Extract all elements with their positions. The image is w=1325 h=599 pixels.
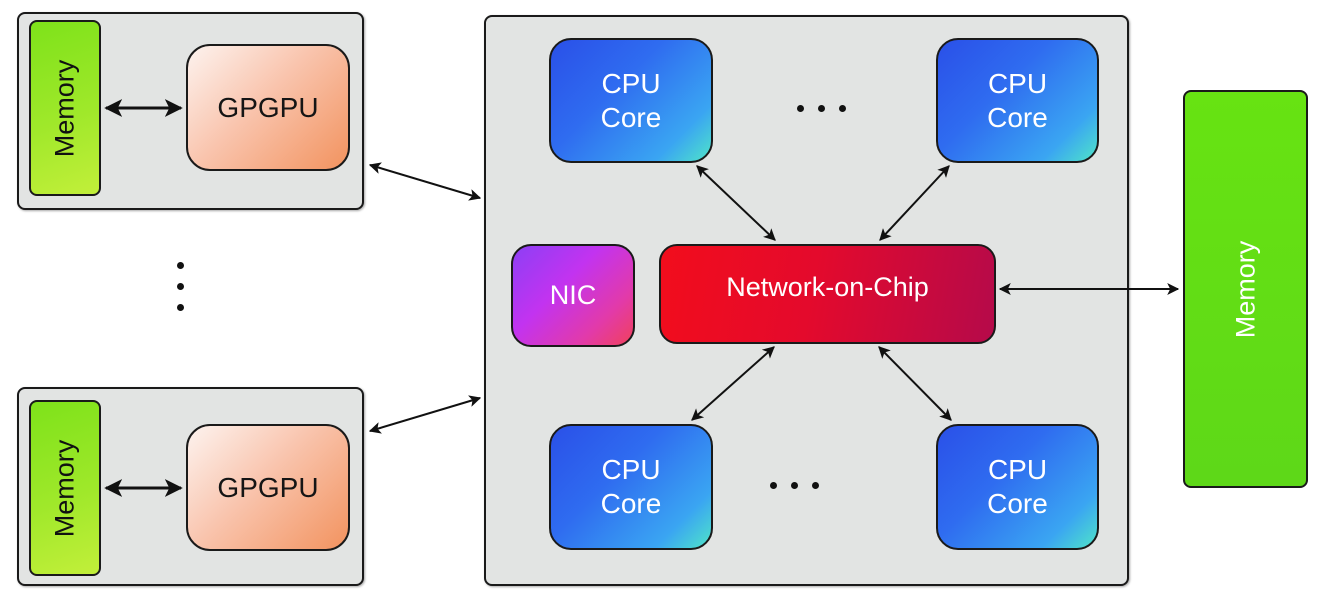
nic: NIC [511, 244, 635, 347]
ellipsis-dot [791, 482, 798, 489]
cpu-core-label-line1: CPU [601, 67, 661, 99]
ellipsis-dot [177, 304, 184, 311]
arrow-gpu-node-bottom-to-chip [368, 395, 482, 434]
ellipsis-dot [797, 105, 804, 112]
cpu-cores-top-ellipsis [797, 105, 846, 112]
ellipsis-dot [818, 105, 825, 112]
nic-label: NIC [549, 280, 597, 310]
ellipsis-dot [812, 482, 819, 489]
gpgpu-label: GPGPU [217, 471, 319, 503]
main-memory: Memory [1183, 90, 1308, 488]
ellipsis-dot [177, 262, 184, 269]
gpu-nodes-ellipsis [177, 262, 184, 311]
cpu-core-top-right: CPU Core [936, 38, 1099, 163]
ellipsis-dot [839, 105, 846, 112]
gpu-node-top-gpgpu: GPGPU [186, 44, 350, 171]
ellipsis-dot [177, 283, 184, 290]
cpu-cores-bottom-ellipsis [770, 482, 819, 489]
cpu-core-top-left: CPU Core [549, 38, 713, 163]
cpu-core-bottom-right: CPU Core [936, 424, 1099, 550]
cpu-core-label-line1: CPU [987, 454, 1048, 486]
cpu-core-label-line1: CPU [987, 67, 1048, 99]
cpu-core-label-line2: Core [987, 101, 1048, 133]
gpu-node-bottom-gpgpu: GPGPU [186, 424, 350, 551]
gpu-node-bottom-memory: Memory [29, 400, 101, 576]
arrow-core-tl-noc [696, 165, 776, 241]
cpu-core-bottom-left: CPU Core [549, 424, 713, 550]
gpgpu-label: GPGPU [217, 91, 319, 123]
noc-label: Network-on-Chip [726, 272, 929, 302]
arrow-core-tr-noc [879, 165, 950, 241]
arrow-core-br-noc [878, 346, 952, 421]
arrow-gpu-node-top-to-chip [368, 162, 482, 201]
gpu-node-top-memory: Memory [29, 20, 101, 196]
network-on-chip: Network-on-Chip [659, 244, 996, 344]
cpu-core-label-line1: CPU [601, 454, 661, 486]
cpu-core-label-line2: Core [600, 488, 662, 519]
cpu-core-label-line2: Core [987, 488, 1048, 519]
ellipsis-dot [770, 482, 777, 489]
cpu-core-label-line2: Core [600, 101, 662, 133]
arrow-core-bl-noc [691, 346, 775, 421]
